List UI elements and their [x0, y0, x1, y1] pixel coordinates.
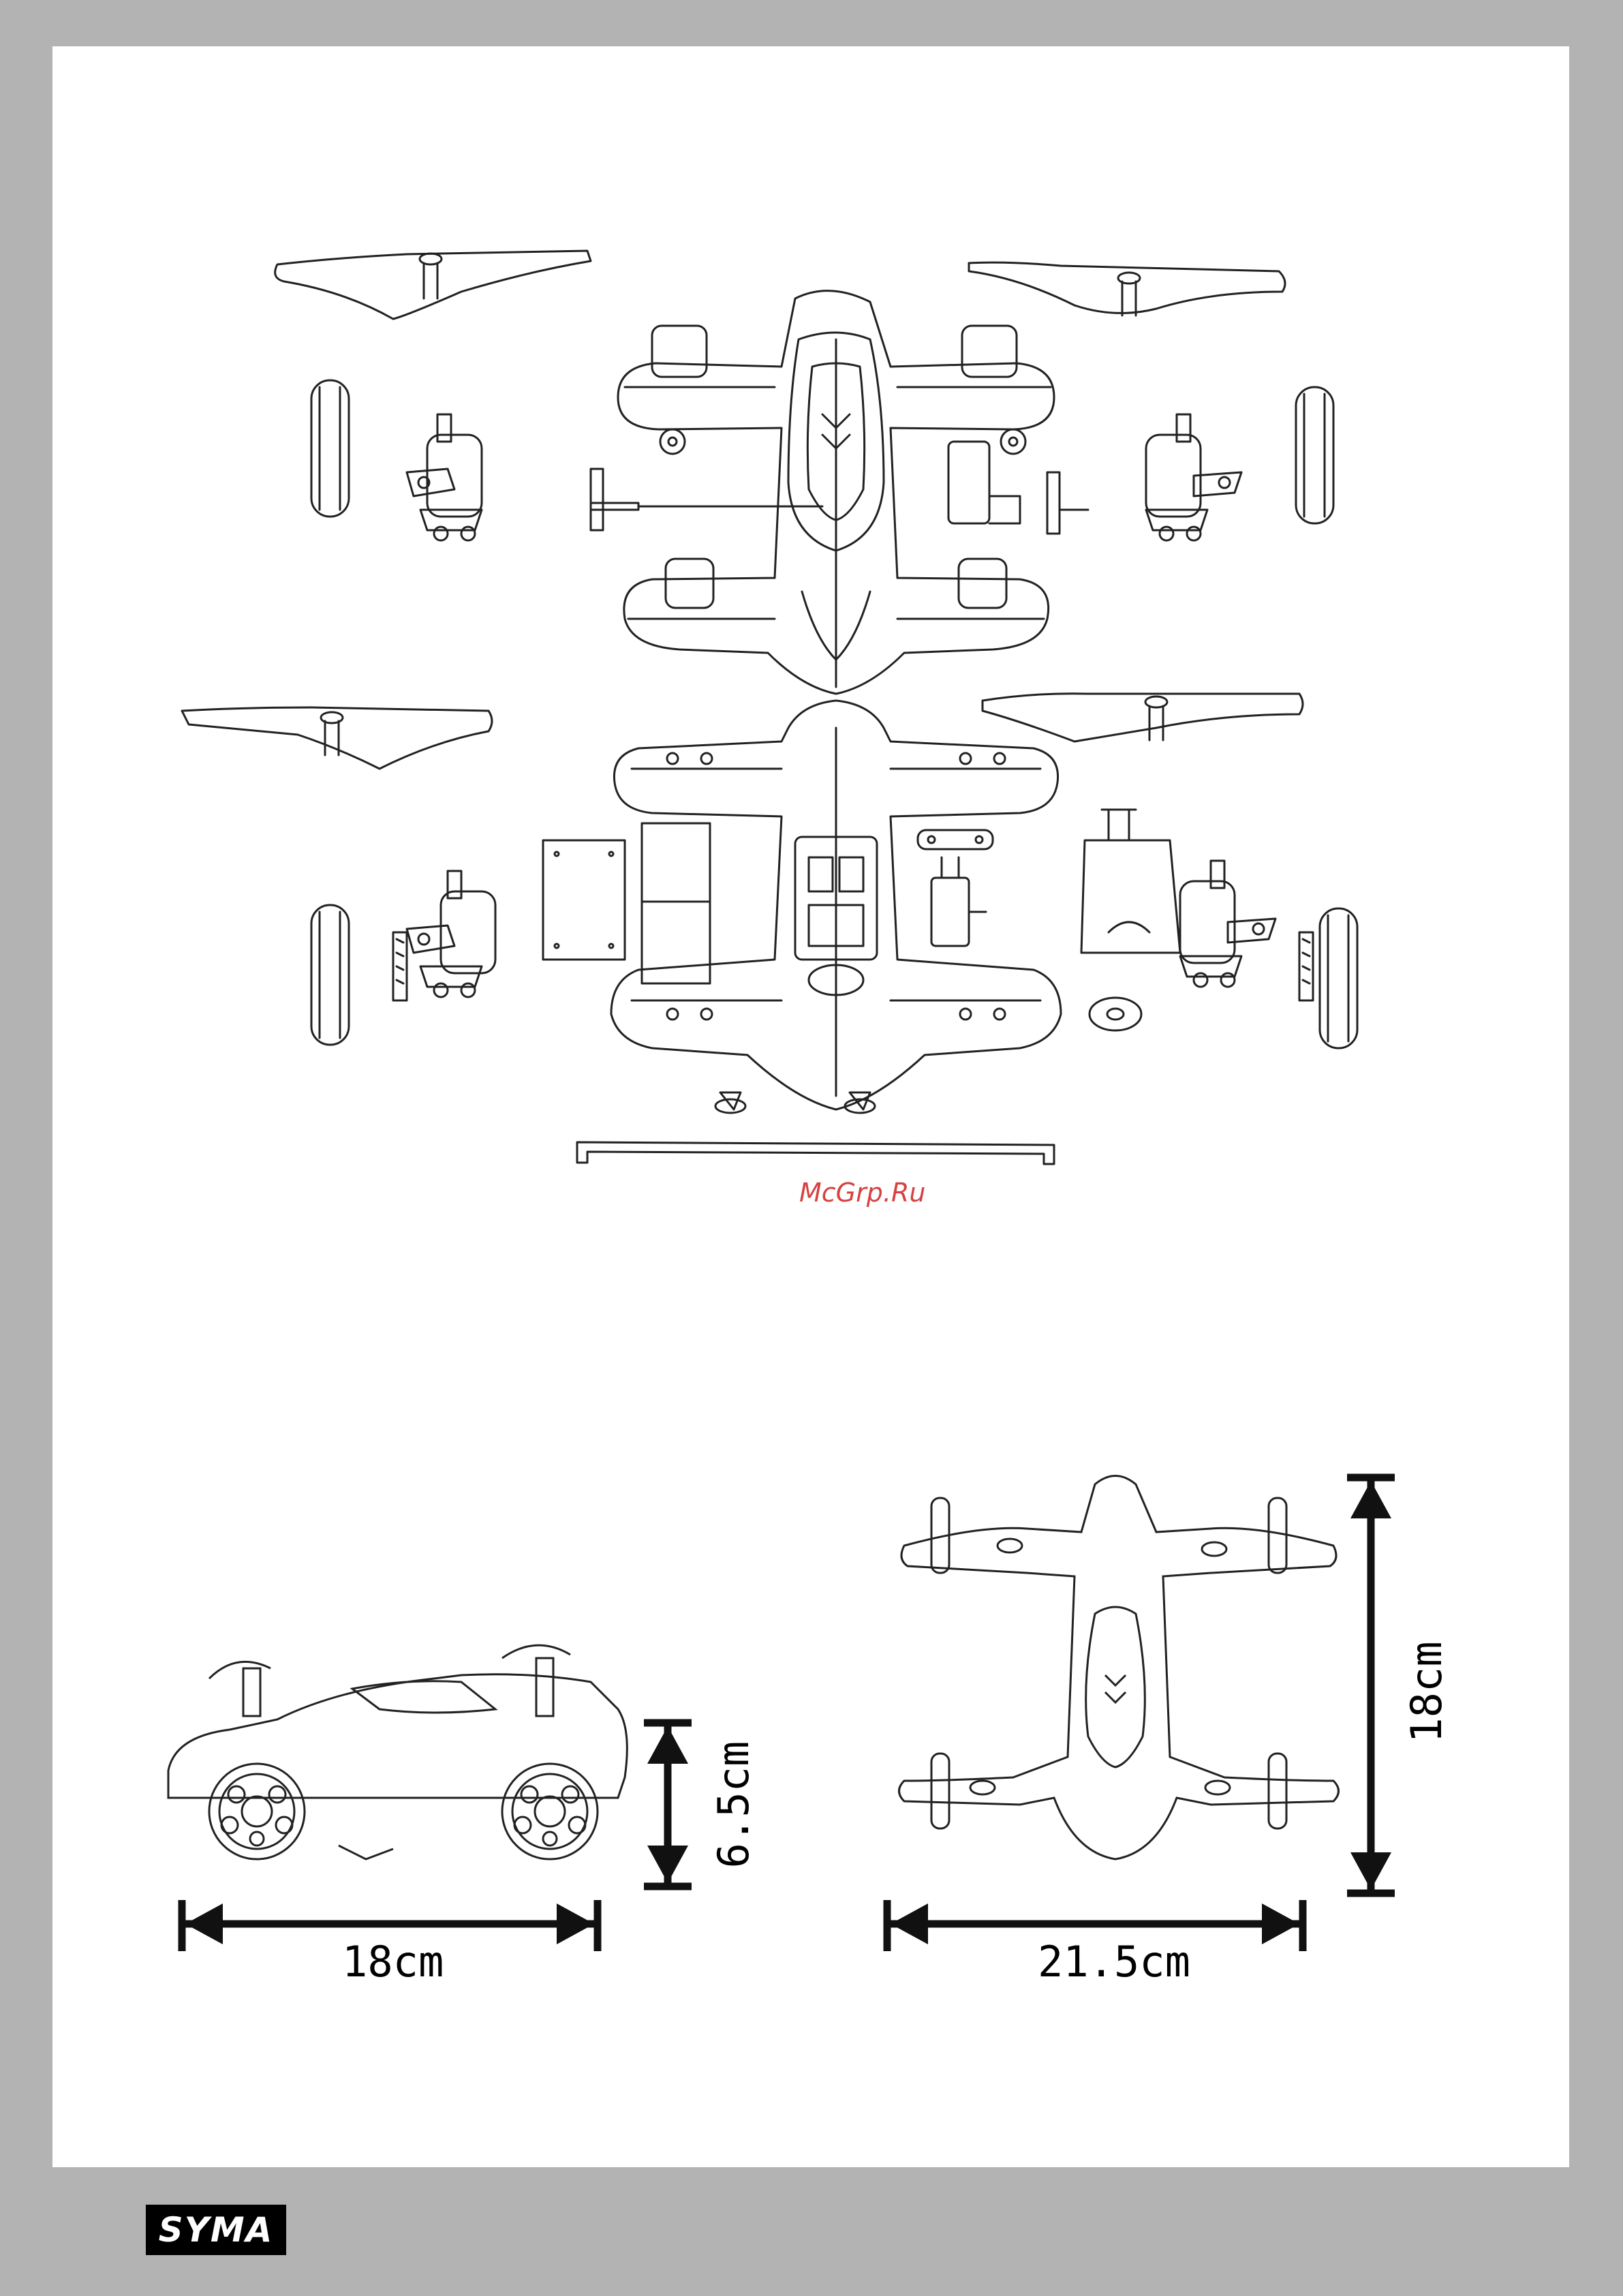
manual-sheet: McGrp.Ru 18cm 6.5cm 21.5cm 18cm — [52, 46, 1569, 2167]
dimension-arrows — [182, 1478, 1395, 1951]
dimension-views — [52, 46, 1569, 2167]
watermark: McGrp.Ru — [799, 1178, 925, 1208]
top-length-label: 18cm — [1406, 1641, 1448, 1743]
side-view-car — [168, 1645, 627, 1859]
side-height-label: 6.5cm — [713, 1741, 755, 1869]
brand-logo: SYMA — [146, 2205, 286, 2255]
side-length-label: 18cm — [342, 1941, 444, 1983]
brand-logo-text: SYMA — [159, 2210, 274, 2250]
top-width-label: 21.5cm — [1038, 1941, 1190, 1983]
top-view-car — [899, 1476, 1339, 1860]
